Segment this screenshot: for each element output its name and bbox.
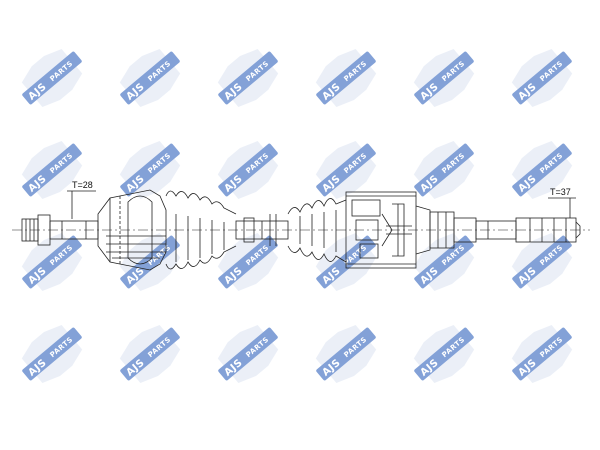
center-shaft — [235, 214, 289, 246]
watermark-band — [414, 143, 474, 197]
left-label-callout — [67, 190, 96, 219]
watermark-band — [316, 143, 376, 197]
watermark-band — [218, 327, 278, 381]
watermark-band — [218, 143, 278, 197]
watermark-band — [512, 327, 572, 381]
watermark-band — [512, 143, 572, 197]
watermark-band — [22, 327, 82, 381]
outer-boot — [165, 190, 237, 270]
watermark-band — [316, 51, 376, 105]
watermark-band — [22, 51, 82, 105]
right-spline-label: T=37 — [550, 187, 571, 197]
watermark-band — [414, 327, 474, 381]
watermark-band — [512, 51, 572, 105]
watermark-band — [22, 235, 82, 289]
watermark-band — [414, 51, 474, 105]
watermark-band — [120, 143, 180, 197]
watermark-band — [120, 235, 180, 289]
watermark-band — [512, 235, 572, 289]
watermark-band — [22, 143, 82, 197]
right-label-callout — [548, 197, 576, 218]
watermark-band — [120, 51, 180, 105]
left-spline-label: T=28 — [72, 180, 93, 190]
watermark-band — [120, 327, 180, 381]
watermark-band — [414, 235, 474, 289]
watermark-band — [218, 51, 278, 105]
watermark-band — [218, 235, 278, 289]
watermark-band — [316, 327, 376, 381]
